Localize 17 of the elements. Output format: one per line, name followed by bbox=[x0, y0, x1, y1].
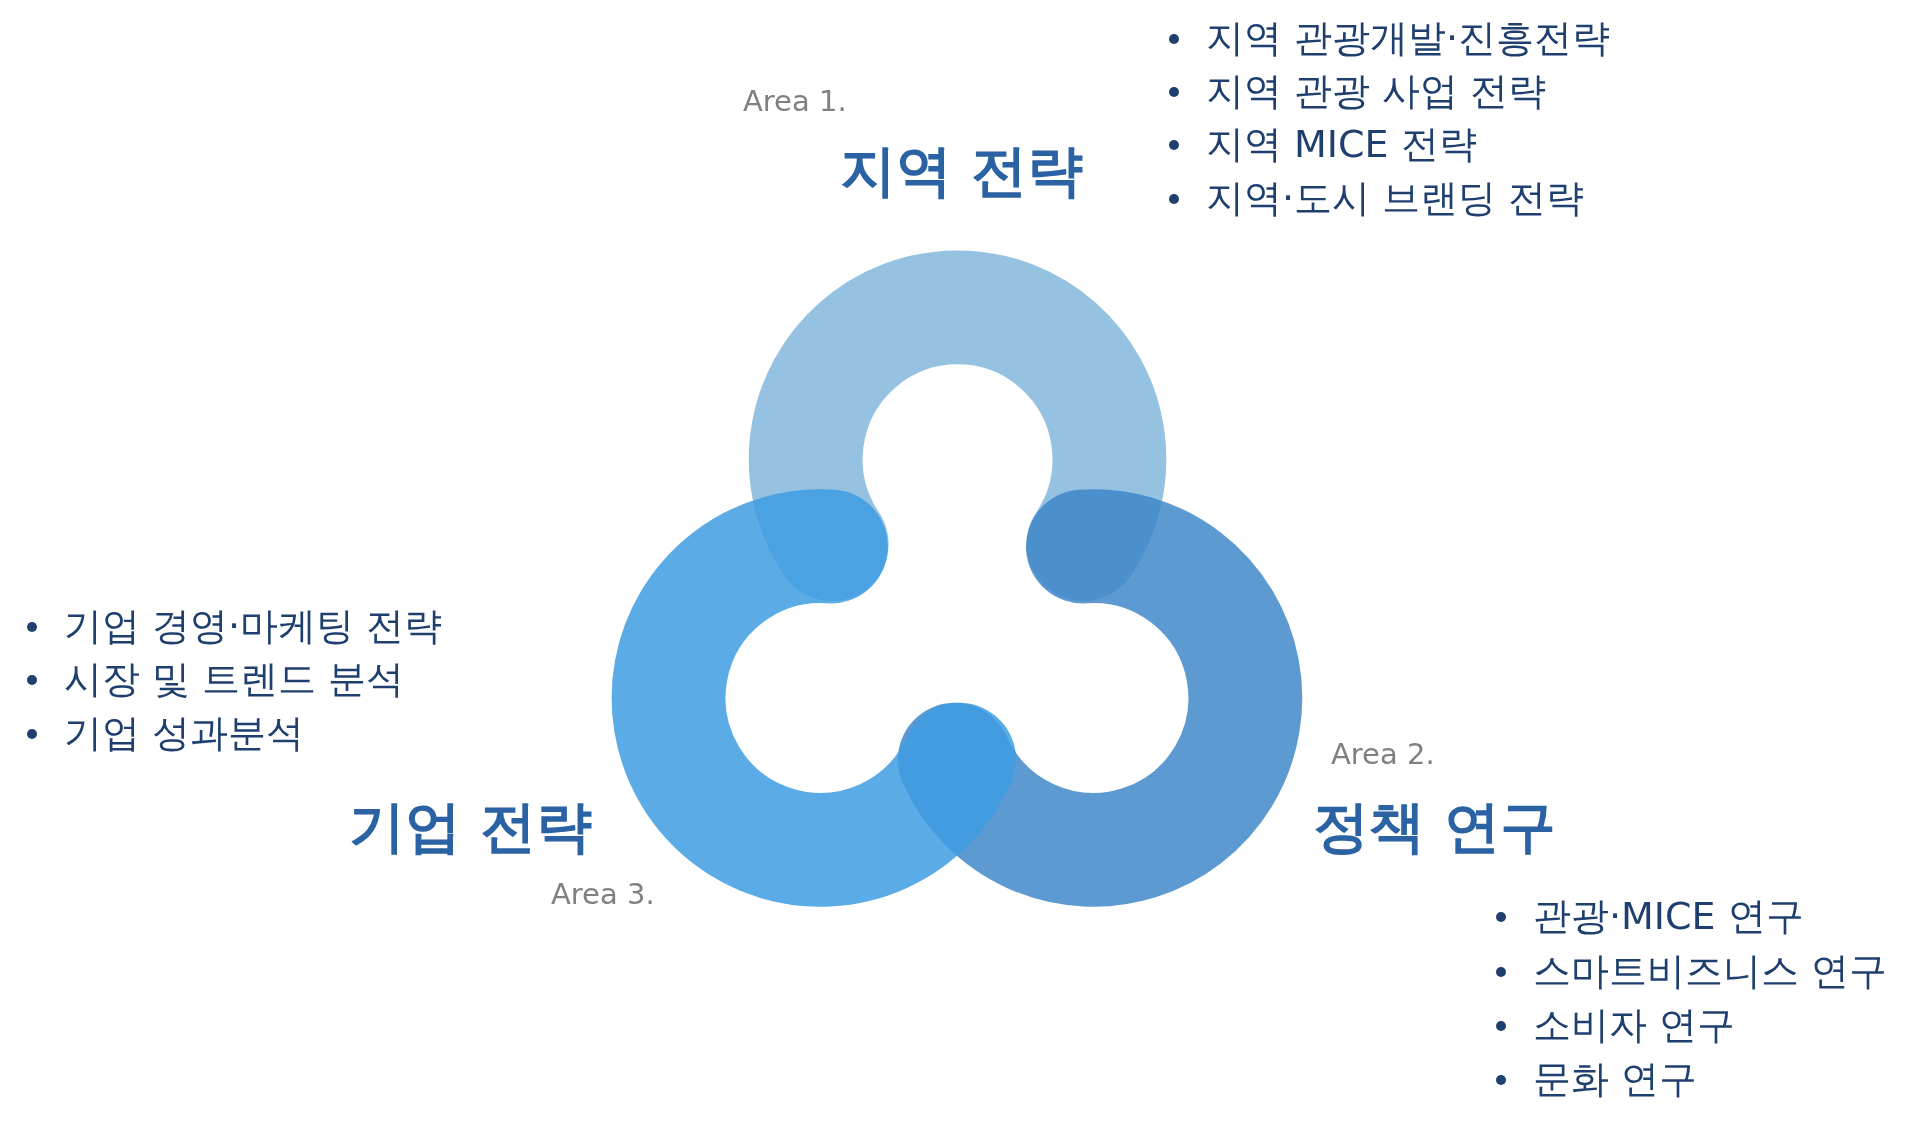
area-heading: 정책 연구 bbox=[1313, 794, 1557, 860]
list-item: 기업 경영·마케팅 전략 bbox=[64, 605, 443, 649]
list-item: 관광·MICE 연구 bbox=[1533, 895, 1804, 939]
list-item: 지역·도시 브랜딩 전략 bbox=[1206, 177, 1585, 221]
list-item: 기업 성과분석 bbox=[64, 712, 305, 756]
list-item: 소비자 연구 bbox=[1533, 1004, 1736, 1048]
list-item: 시장 및 트렌드 분석 bbox=[64, 658, 405, 702]
list-item: 지역 MICE 전략 bbox=[1206, 123, 1477, 167]
list-item: 지역 관광개발·진흥전략 bbox=[1206, 17, 1611, 61]
area-label: Area 2. bbox=[1331, 738, 1435, 772]
area-heading: 기업 전략 bbox=[349, 794, 593, 860]
list-item: 문화 연구 bbox=[1533, 1058, 1698, 1102]
area-heading: 지역 전략 bbox=[840, 138, 1084, 204]
list-item: 스마트비즈니스 연구 bbox=[1533, 950, 1888, 994]
area-label: Area 1. bbox=[743, 85, 847, 119]
area-label: Area 3. bbox=[551, 878, 655, 912]
list-item: 지역 관광 사업 전략 bbox=[1206, 70, 1547, 114]
